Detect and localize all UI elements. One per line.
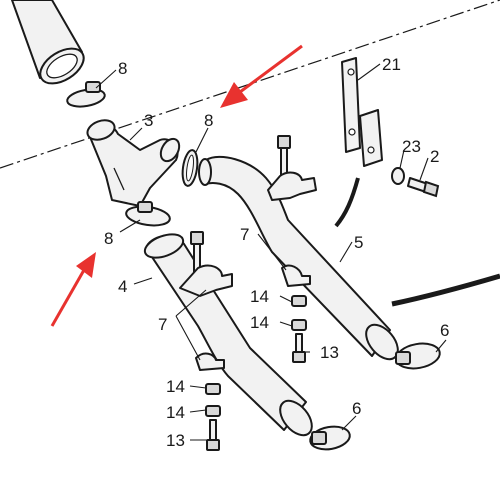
y-pipe [86, 119, 181, 207]
u-clamp-upper [267, 171, 317, 201]
callout-7-lower: 7 [158, 315, 167, 334]
callout-3: 3 [144, 111, 153, 130]
callout-4: 4 [118, 277, 127, 296]
bolt-2 [407, 177, 440, 198]
nut-stack-right [291, 295, 307, 363]
red-arrow-top [220, 44, 303, 108]
tail-pipe-top [11, 0, 85, 85]
callout-23: 23 [402, 137, 421, 156]
callout-8-left: 8 [104, 229, 113, 248]
bracket-21 [341, 57, 383, 167]
callout-14-d: 14 [166, 403, 185, 422]
u-clamp-left [179, 264, 233, 297]
nut-stack-bottom [205, 383, 221, 451]
callout-6-bottom: 6 [352, 399, 361, 418]
clamp-6-bottom [309, 425, 351, 451]
callout-13-right: 13 [320, 343, 339, 362]
callout-14-c: 14 [166, 377, 185, 396]
cable-right [391, 273, 500, 307]
callout-8-mid: 8 [204, 111, 213, 130]
callout-21: 21 [382, 55, 401, 74]
clamp-top [66, 81, 106, 108]
callout-7-upper: 7 [240, 225, 249, 244]
clamp-ring-mid [181, 149, 199, 187]
callout-6-right: 6 [440, 321, 449, 340]
callout-8-top: 8 [118, 59, 127, 78]
washer-23 [391, 167, 405, 185]
clamp-6-right [395, 342, 441, 370]
callout-5: 5 [354, 233, 363, 252]
leader-lines [95, 63, 447, 441]
pipe-5 [198, 155, 399, 361]
cable-upper [334, 177, 360, 228]
callout-13-bottom: 13 [166, 431, 185, 450]
u-clamp-lower-left [195, 352, 225, 371]
callout-14-b: 14 [250, 313, 269, 332]
clamp-left [125, 201, 171, 227]
callout-14-a: 14 [250, 287, 269, 306]
callout-2: 2 [430, 147, 439, 166]
u-clamp-lower-right [281, 264, 311, 287]
red-arrow-left [50, 252, 96, 327]
